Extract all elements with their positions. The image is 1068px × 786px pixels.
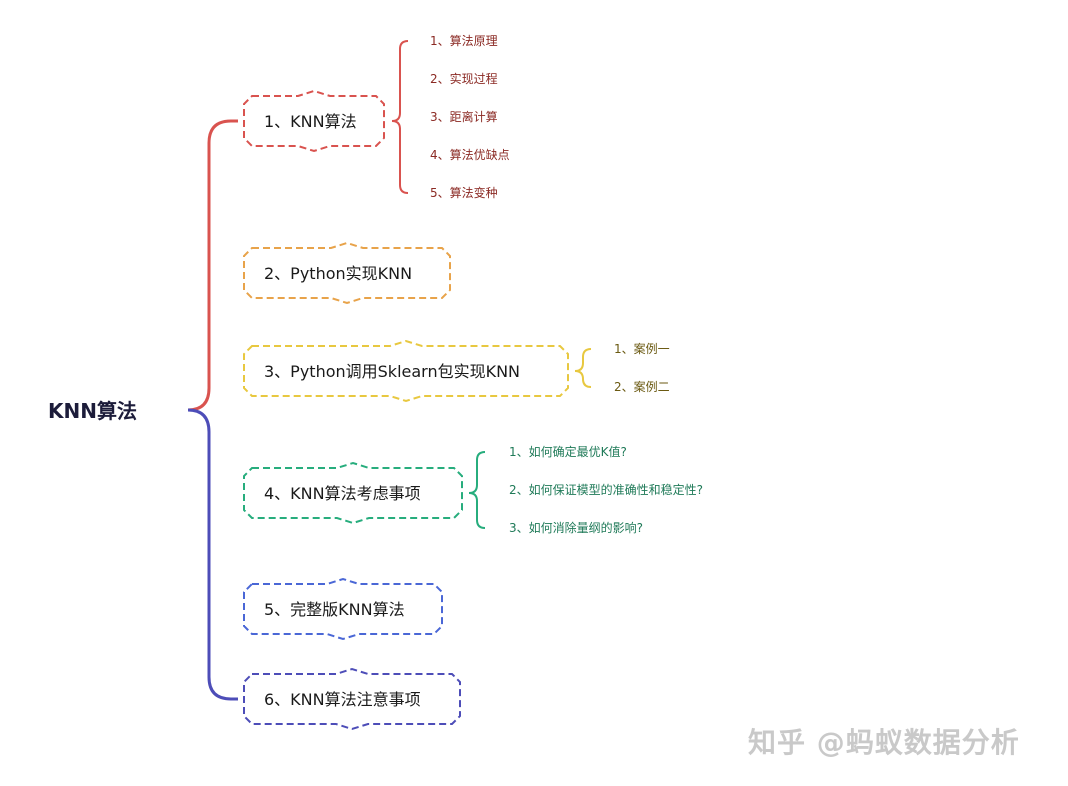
node-3-leaf-1: 1、案例一 (614, 341, 670, 356)
node-1-box (243, 89, 385, 153)
node-2-box (243, 241, 451, 305)
node-1-leaf-2: 2、实现过程 (430, 71, 498, 86)
node-3-leaf-2: 2、案例二 (614, 379, 670, 394)
node-3-label: 3、Python调用Sklearn包实现KNN (264, 362, 520, 381)
root-brace-upper (187, 119, 238, 412)
connector-lines (187, 40, 592, 701)
node-3-children-brace (574, 348, 592, 388)
node-4-leaf-3: 3、如何消除量纲的影响? (509, 520, 643, 535)
node-4-children-brace (468, 451, 486, 529)
node-4-label: 4、KNN算法考虑事项 (264, 484, 421, 503)
root-node-label: KNN算法 (48, 399, 137, 423)
node-4-leaf-1: 1、如何确定最优K值? (509, 444, 627, 459)
node-6-box (243, 667, 461, 731)
node-1-leaf-1: 1、算法原理 (430, 33, 498, 48)
mindmap-leaves: 1、算法原理 2、实现过程 3、距离计算 4、算法优缺点 5、算法变种 1、案例一 2、案例… (430, 33, 703, 535)
node-1-leaf-3: 3、距离计算 (430, 109, 498, 124)
node-4-leaf-2: 2、如何保证模型的准确性和稳定性? (509, 482, 703, 497)
root-brace-lower (187, 408, 238, 701)
node-6-label: 6、KNN算法注意事项 (264, 690, 421, 709)
node-3-box (243, 339, 569, 403)
node-5-label: 5、完整版KNN算法 (264, 600, 405, 619)
node-1-leaf-5: 5、算法变种 (430, 185, 498, 200)
mindmap-nodes: 1、KNN算法 2、Python实现KNN 3、Python调用Sklearn包实现… (243, 89, 569, 731)
watermark-text: 知乎 @蚂蚁数据分析 (748, 726, 1020, 759)
node-4-box (243, 461, 463, 525)
node-5-box (243, 577, 443, 641)
node-1-children-brace (391, 40, 409, 194)
node-1-label: 1、KNN算法 (264, 112, 357, 131)
node-2-label: 2、Python实现KNN (264, 264, 412, 283)
node-1-leaf-4: 4、算法优缺点 (430, 147, 510, 162)
